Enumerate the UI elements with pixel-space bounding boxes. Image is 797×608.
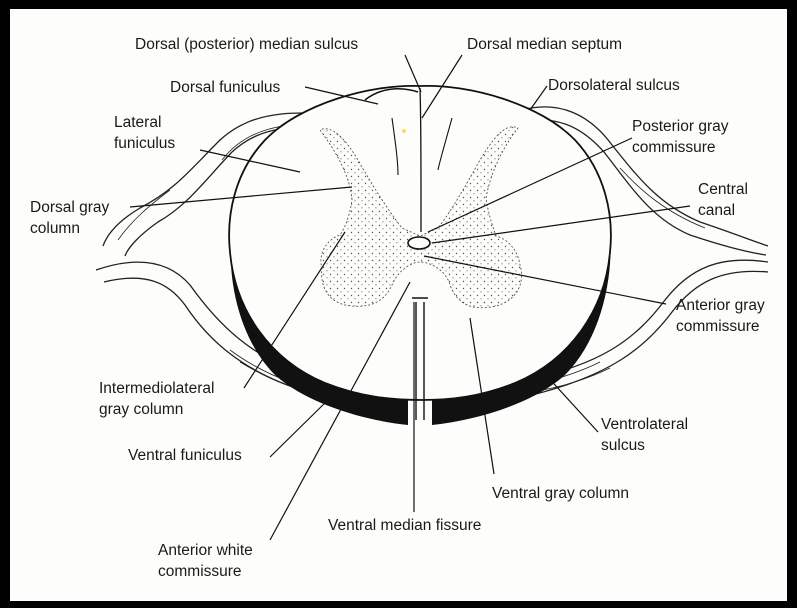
- diagram-frame: Dorsal (posterior) median sulcus Dorsal …: [10, 9, 787, 601]
- label-dorsal-gray-column-line2: column: [30, 218, 109, 239]
- label-intermediolateral-gray-column-line1: Intermediolateral: [99, 378, 214, 399]
- label-central-canal-line2: canal: [698, 200, 748, 221]
- label-posterior-gray-commissure-line1: Posterior gray: [632, 116, 728, 137]
- label-dorsal-funiculus: Dorsal funiculus: [170, 77, 280, 98]
- label-posterior-gray-commissure-line2: commissure: [632, 137, 728, 158]
- label-anterior-white-commissure-line1: Anterior white: [158, 540, 253, 561]
- label-lateral-funiculus-line2: funiculus: [114, 133, 175, 154]
- label-posterior-gray-commissure: Posterior gray commissure: [632, 116, 728, 158]
- label-lateral-funiculus-line1: Lateral: [114, 112, 175, 133]
- label-ventral-gray-column: Ventral gray column: [492, 483, 629, 504]
- central-canal: [408, 237, 430, 249]
- label-anterior-white-commissure: Anterior white commissure: [158, 540, 253, 582]
- label-ventrolateral-sulcus-line1: Ventrolateral: [601, 414, 688, 435]
- label-anterior-gray-commissure: Anterior gray commissure: [676, 295, 765, 337]
- label-central-canal: Central canal: [698, 179, 748, 221]
- label-ventrolateral-sulcus-line2: sulcus: [601, 435, 688, 456]
- label-ventrolateral-sulcus: Ventrolateral sulcus: [601, 414, 688, 456]
- label-anterior-white-commissure-line2: commissure: [158, 561, 253, 582]
- label-dorsal-gray-column-line1: Dorsal gray: [30, 197, 109, 218]
- label-dorsolateral-sulcus: Dorsolateral sulcus: [548, 75, 680, 96]
- label-dorsal-posterior-median-sulcus: Dorsal (posterior) median sulcus: [135, 34, 358, 55]
- marker-dot: [402, 129, 406, 133]
- label-intermediolateral-gray-column-line2: gray column: [99, 399, 214, 420]
- label-ventral-median-fissure: Ventral median fissure: [328, 515, 481, 536]
- label-ventral-funiculus: Ventral funiculus: [128, 445, 242, 466]
- label-central-canal-line1: Central: [698, 179, 748, 200]
- spinal-cord-illustration: [10, 9, 787, 601]
- label-anterior-gray-commissure-line2: commissure: [676, 316, 765, 337]
- leader-ventral-funiculus: [270, 398, 330, 457]
- label-lateral-funiculus: Lateral funiculus: [114, 112, 175, 154]
- label-anterior-gray-commissure-line1: Anterior gray: [676, 295, 765, 316]
- label-intermediolateral-gray-column: Intermediolateral gray column: [99, 378, 214, 420]
- label-dorsal-gray-column: Dorsal gray column: [30, 197, 109, 239]
- label-dorsal-median-septum: Dorsal median septum: [467, 34, 622, 55]
